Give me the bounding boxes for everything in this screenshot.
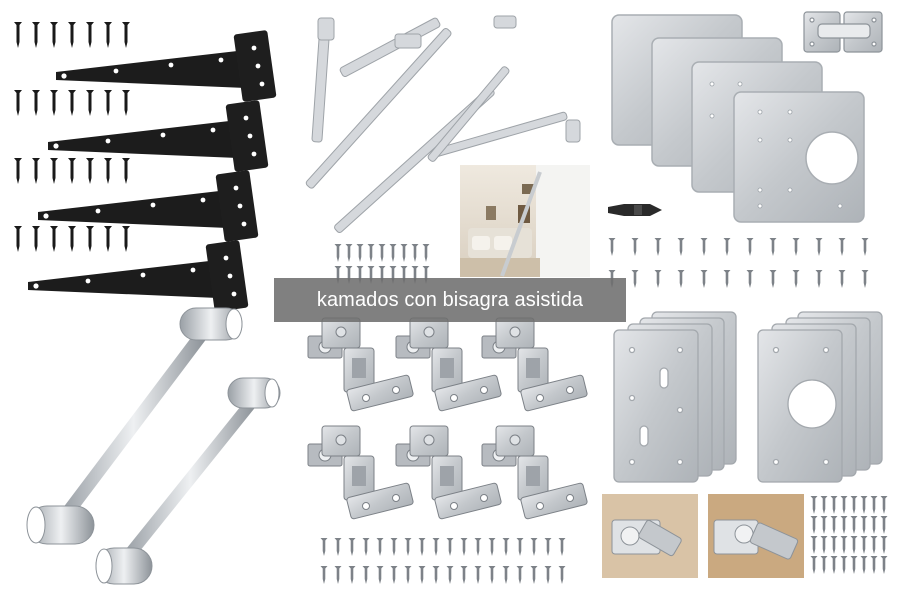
- flat-hole-plates: [757, 311, 883, 483]
- steel-screws-bottom-right: [810, 496, 888, 574]
- hinge-bracket: [803, 11, 883, 53]
- steel-screws-right: [608, 238, 869, 288]
- cabinet-photo: [460, 165, 590, 277]
- caption-text: kamados con bisagra asistida: [316, 288, 584, 311]
- installed-hinge-photos: [602, 494, 804, 578]
- lid-support-stays: [305, 15, 581, 233]
- screwdriver-bit: [608, 204, 662, 216]
- support-rods: [26, 307, 281, 585]
- concealed-hinges: [307, 317, 589, 520]
- flat-slot-plates: [613, 311, 737, 483]
- hinge-repair-plates: [611, 14, 865, 223]
- caption-overlay: kamados con bisagra asistida: [274, 278, 626, 322]
- black-t-strap-hinges: [28, 29, 277, 313]
- steel-screws-bottom: [320, 538, 566, 584]
